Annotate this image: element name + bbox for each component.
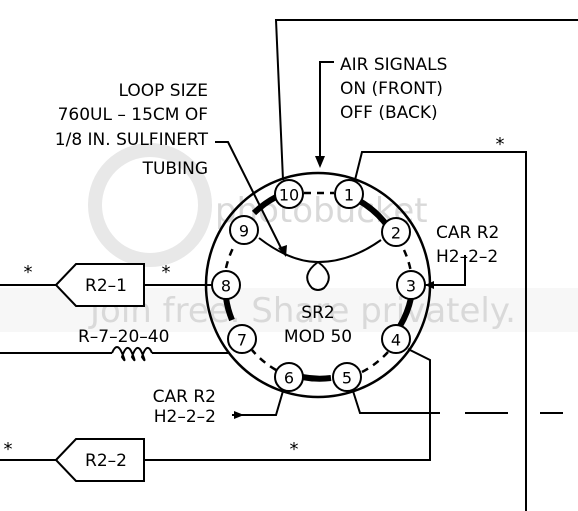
port-1: 1: [334, 179, 364, 209]
port-5: 5: [332, 362, 362, 392]
port-7: 7: [227, 324, 257, 354]
port-8-label: 8: [221, 277, 231, 296]
external-lines: [0, 19, 578, 511]
sample-loop: [258, 237, 382, 291]
valve-model: MOD 50: [284, 327, 352, 347]
port-3: 3: [396, 270, 426, 300]
star-bottom-mid: *: [290, 439, 299, 460]
car-r2-right-line1: CAR R2: [436, 223, 499, 243]
port-5-label: 5: [342, 369, 352, 388]
car-r2-bottom-line2: H2–2–2: [154, 407, 216, 427]
box-r2-2-label: R2–2: [85, 451, 127, 471]
car-r2-bottom-line1: CAR R2: [153, 387, 216, 407]
air-signals-line3: OFF (BACK): [340, 103, 438, 123]
star-left-inner: *: [162, 262, 171, 283]
air-signals-line1: AIR SIGNALS: [340, 55, 447, 75]
loop-size-label: LOOP SIZE 760UL – 15CM OF 1/8 IN. SULFIN…: [55, 81, 209, 179]
car-r2-right-label: CAR R2 H2–2–2: [436, 223, 499, 267]
port-6: 6: [274, 362, 304, 392]
restrictor-coil: [111, 346, 153, 362]
star-left-outer: *: [24, 262, 33, 283]
port-3-label: 3: [406, 277, 416, 296]
valve-name: SR2: [301, 303, 334, 323]
loop-size-line1: LOOP SIZE: [119, 81, 208, 101]
port-1-label: 1: [344, 186, 354, 205]
port-4-label: 4: [391, 331, 401, 350]
box-r2-1-label: R2–1: [85, 276, 127, 296]
air-signals-line2: ON (FRONT): [340, 79, 443, 99]
star-top-right: *: [496, 134, 505, 155]
port-8: 8: [211, 270, 241, 300]
box-r2-1: R2–1: [54, 263, 145, 307]
port-10-label: 10: [279, 186, 299, 205]
restrictor-label: R–7–20–40: [78, 327, 169, 347]
port-4: 4: [381, 324, 411, 354]
star-bottom-left: *: [4, 439, 13, 460]
port-9-label: 9: [239, 222, 249, 241]
port-7-label: 7: [237, 331, 247, 350]
port-2-label: 2: [391, 224, 401, 243]
port-10: 10: [274, 179, 304, 209]
loop-size-line2: 760UL – 15CM OF: [58, 105, 208, 125]
air-signals-label: AIR SIGNALS ON (FRONT) OFF (BACK): [340, 55, 447, 123]
port-6-label: 6: [284, 369, 294, 388]
port-2: 2: [381, 217, 411, 247]
loop-size-line4: TUBING: [142, 159, 208, 179]
watermark-line2: Join free. Share privately.: [88, 291, 516, 331]
box-r2-2: R2–2: [54, 438, 145, 482]
car-r2-right-line2: H2–2–2: [436, 247, 498, 267]
port-9: 9: [229, 215, 259, 245]
car-r2-bottom-label: CAR R2 H2–2–2: [153, 387, 216, 427]
loop-size-line3: 1/8 IN. SULFINERT: [55, 130, 209, 150]
